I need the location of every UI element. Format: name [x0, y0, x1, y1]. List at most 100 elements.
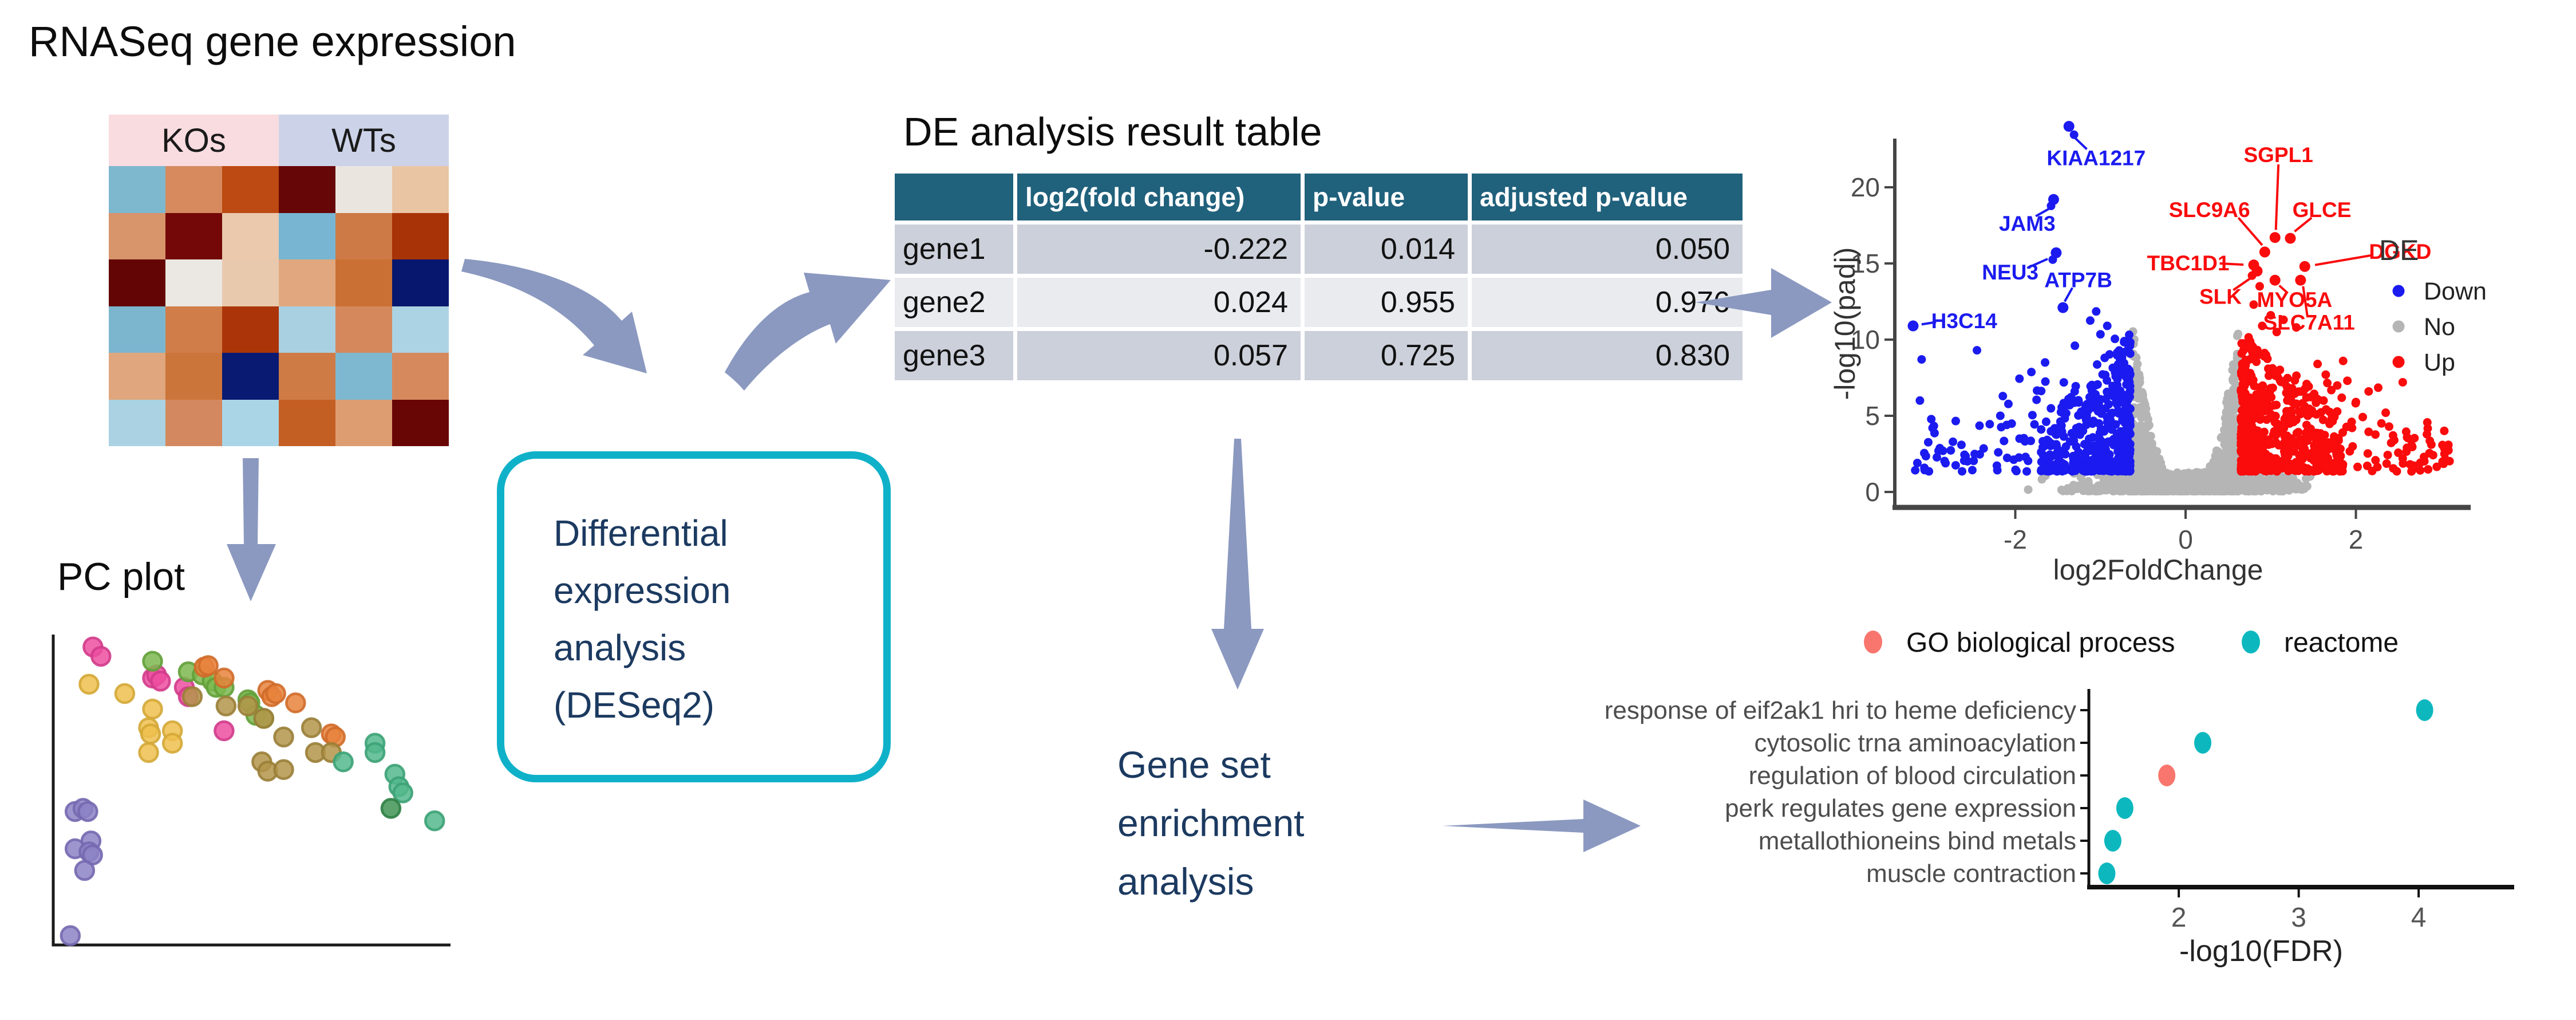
heatmap-cell: [279, 212, 335, 259]
volcano-point-down: [1957, 440, 1966, 450]
volcano-point-up: [2345, 447, 2354, 456]
deseq2-line-3: analysis: [554, 627, 686, 668]
volcano-point-up: [2299, 463, 2308, 472]
volcano-gene-point: [2063, 121, 2075, 132]
volcano-point-down: [1958, 467, 1967, 476]
volcano-gene-leader-line: [2233, 276, 2253, 292]
volcano-point-up: [2338, 466, 2347, 475]
volcano-point-up: [2381, 408, 2391, 418]
de-table-title: DE analysis result table: [903, 109, 1322, 154]
volcano-point-up: [2318, 415, 2328, 424]
volcano-point-up: [2237, 456, 2246, 465]
volcano-point-down: [2085, 446, 2095, 455]
volcano-gene-leader-line: [2314, 254, 2373, 266]
heatmap-cell: [109, 166, 165, 213]
volcano-point-down: [1969, 456, 1978, 466]
volcano-point-up: [2250, 439, 2259, 448]
volcano-point-no: [2269, 486, 2278, 495]
pc-point-cluster-purple: [60, 925, 81, 946]
page-title: RNASeq gene expression: [29, 18, 516, 65]
dotplot-x-tick-label: 3: [2291, 903, 2306, 933]
volcano-point-down: [2021, 452, 2030, 462]
volcano-gene-point: [2299, 261, 2310, 272]
volcano-point-no: [2139, 462, 2148, 471]
volcano-point-down: [2012, 467, 2021, 476]
de-table-value-cell: 0.830: [1472, 331, 1743, 380]
volcano-point-down: [2095, 428, 2104, 438]
volcano-point-down: [1927, 415, 1936, 424]
volcano-point-no: [2222, 398, 2231, 407]
volcano-point-up: [2323, 379, 2332, 388]
volcano-point-down: [1929, 422, 1938, 431]
volcano-point-no: [2225, 485, 2234, 494]
volcano-point-down: [2038, 451, 2048, 460]
pc-point-cluster-darkgreen: [380, 798, 402, 819]
volcano-point-down: [2081, 403, 2090, 412]
volcano-point-down: [2004, 399, 2013, 408]
volcano-point-up: [2362, 461, 2372, 470]
volcano-point-down: [2041, 417, 2050, 426]
volcano-point-down: [2121, 426, 2130, 435]
heatmap-cell: [335, 399, 392, 446]
pc-point-cluster-purple: [77, 801, 98, 822]
dotplot-point: [2104, 830, 2121, 852]
dotplot-point: [2158, 765, 2176, 786]
volcano-point-up: [2263, 364, 2273, 373]
volcano-point-up: [2306, 424, 2315, 434]
volcano-point-up: [2273, 422, 2282, 431]
volcano-point-up: [2364, 427, 2373, 436]
volcano-gene-label: SLC9A6: [2169, 198, 2250, 222]
volcano-point-down: [2052, 462, 2061, 471]
volcano-gene-point: [2269, 232, 2281, 243]
volcano-point-up: [2240, 395, 2249, 404]
volcano-point-down: [1940, 456, 1949, 466]
volcano-point-up: [2314, 457, 2323, 466]
volcano-gene-leader-line: [2237, 216, 2263, 246]
volcano-point-down: [2002, 420, 2012, 430]
heatmap-cell: [279, 399, 335, 446]
pc-point-cluster-yellow: [138, 742, 159, 763]
volcano-point-up: [2262, 415, 2271, 424]
volcano-point-no: [2168, 474, 2177, 483]
heatmap-cell: [165, 353, 222, 400]
volcano-point-down: [2028, 411, 2037, 420]
gsea-line-2: enrichment: [1117, 802, 1305, 844]
heatmap-cell: [165, 166, 222, 213]
volcano-point-no: [2182, 484, 2191, 493]
heatmap-cell: [392, 212, 449, 259]
volcano-point-up: [2275, 365, 2285, 375]
pc-point-cluster-khaki: [301, 717, 322, 738]
volcano-point-up: [2237, 387, 2246, 396]
volcano-point-down: [2101, 404, 2110, 413]
volcano-point-up: [2264, 371, 2273, 380]
volcano-point-up: [2283, 373, 2292, 383]
volcano-point-down: [2111, 334, 2120, 344]
volcano-point-up: [2321, 370, 2330, 379]
heatmap-cell: [222, 353, 279, 400]
dotplot-category-label: regulation of blood circulation: [1749, 762, 2076, 790]
volcano-gene-point: [2269, 274, 2281, 286]
heatmap-cell: [165, 306, 222, 353]
volcano-point-down: [2119, 398, 2128, 407]
heatmap-cell: [335, 259, 392, 306]
volcano-point-up: [2266, 384, 2275, 393]
pc-point-cluster-orange: [285, 692, 306, 714]
volcano-point-down: [2103, 387, 2112, 396]
heatmap-cell: [109, 259, 165, 306]
de-table-header-0: [895, 174, 1013, 220]
volcano-point-down: [1973, 346, 1982, 355]
volcano-legend-label: Down: [2424, 278, 2487, 305]
volcano-y-tick-label: 10: [1851, 325, 1880, 355]
heatmap-cell: [279, 166, 335, 213]
volcano-point-up: [2245, 344, 2254, 353]
heatmap-cell: [109, 399, 165, 446]
volcano-point-down: [2071, 341, 2080, 350]
volcano-point-up: [2316, 429, 2325, 438]
volcano-point-no: [2222, 408, 2231, 418]
volcano-gene-point: [2048, 194, 2059, 205]
volcano-point-up: [2294, 428, 2303, 437]
volcano-gene-label: TBC1D1: [2147, 251, 2230, 275]
volcano-point-down: [2121, 409, 2131, 418]
volcano-gene-label: KIAA1217: [2046, 146, 2146, 170]
pc-point-cluster-yellow: [142, 698, 163, 720]
